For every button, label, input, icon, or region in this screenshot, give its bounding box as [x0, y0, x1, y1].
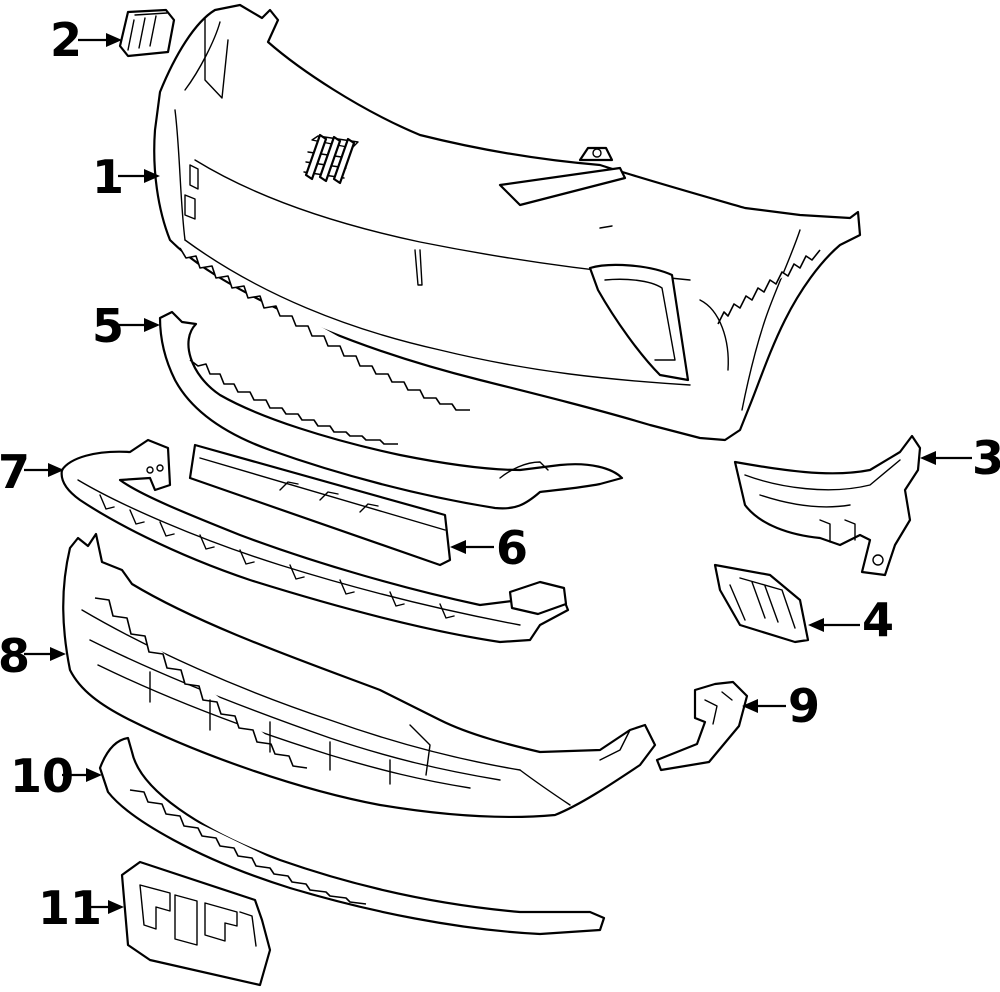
part-11-plate-bracket[interactable]: [120, 860, 272, 987]
arrow-left-icon: [808, 618, 824, 632]
arrow-right-icon: [50, 647, 66, 661]
callout-label-2: 2: [50, 13, 82, 67]
callout-label-6: 6: [496, 521, 528, 575]
part-8-lower-cover[interactable]: [62, 532, 657, 819]
callout-label-3: 3: [972, 431, 1000, 485]
callout-label-8: 8: [0, 629, 30, 683]
part-9-corner-bracket[interactable]: [655, 680, 749, 772]
callout-label-7: 7: [0, 445, 30, 499]
callout-6: 6: [450, 521, 528, 575]
arrow-right-icon: [86, 768, 102, 782]
arrow-right-icon: [108, 900, 124, 914]
callout-4: 4: [808, 593, 894, 647]
callout-5: 5: [92, 299, 160, 353]
arrow-right-icon: [144, 169, 160, 183]
part-4-fog-bezel[interactable]: [713, 563, 810, 644]
callout-9: 9: [742, 679, 820, 733]
part-7-energy-absorber[interactable]: [60, 438, 570, 644]
part-10-valance[interactable]: [98, 736, 606, 936]
arrow-right-icon: [144, 318, 160, 332]
callout-11: 11: [38, 881, 124, 935]
arrow-left-icon: [742, 699, 758, 713]
arrow-left-icon: [450, 540, 466, 554]
part-6-grille-bar[interactable]: [188, 443, 452, 567]
arrow-right-icon: [106, 33, 122, 47]
callout-7: 7: [0, 445, 64, 499]
callout-label-9: 9: [788, 679, 820, 733]
callout-label-4: 4: [862, 593, 894, 647]
part-1-bumper-cover[interactable]: [153, 3, 862, 442]
part-2-clip[interactable]: [118, 8, 176, 58]
callout-2: 2: [50, 13, 122, 67]
arrow-left-icon: [920, 451, 936, 465]
callout-3: 3: [920, 431, 1000, 485]
callout-1: 1: [92, 150, 160, 204]
arrow-right-icon: [48, 463, 64, 477]
part-5-grille-trim[interactable]: [158, 310, 624, 510]
part-3-side-bracket[interactable]: [733, 434, 922, 577]
callout-8: 8: [0, 629, 66, 683]
callout-10: 10: [10, 749, 102, 803]
